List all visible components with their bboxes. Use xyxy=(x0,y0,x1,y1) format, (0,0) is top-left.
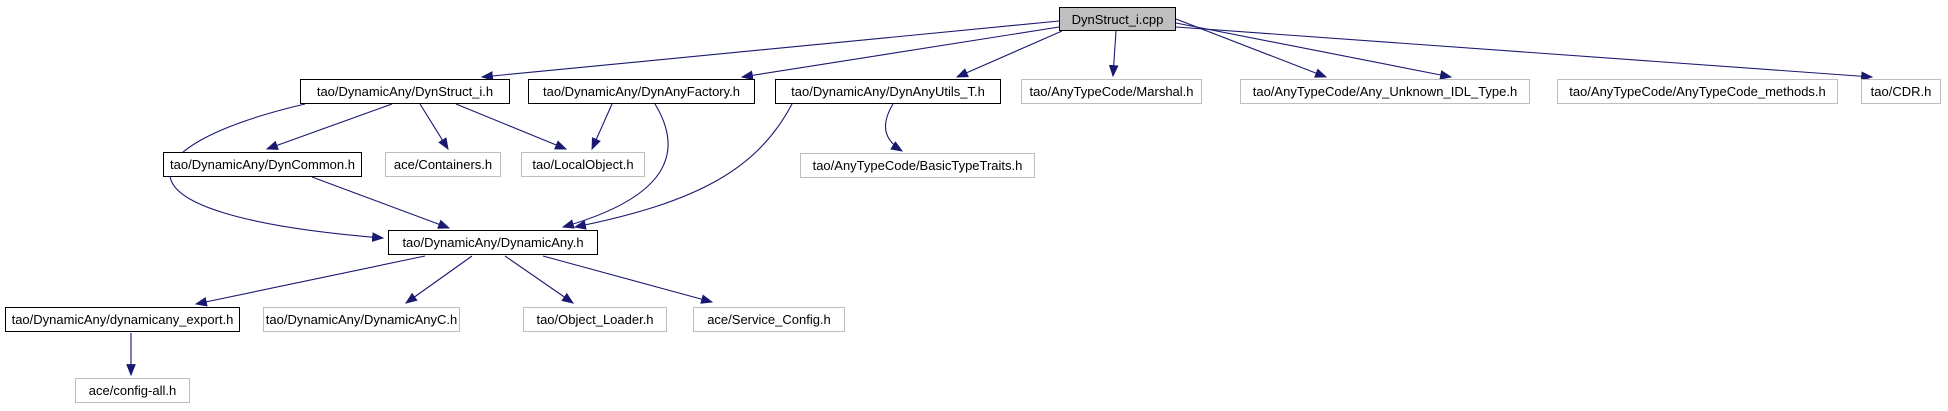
node-label: tao/CDR.h xyxy=(1870,84,1932,99)
node-containers: ace/Containers.h xyxy=(385,152,501,177)
node-label: tao/LocalObject.h xyxy=(532,157,634,172)
edge-root-utils xyxy=(955,30,1063,78)
edge-root-cdr xyxy=(1175,26,1874,82)
node-label: tao/DynamicAny/DynAnyUtils_T.h xyxy=(791,84,985,99)
node-root: DynStruct_i.cpp xyxy=(1059,7,1176,31)
edge-root-dynstruct xyxy=(480,20,1060,81)
edge-dynamicany-export xyxy=(194,255,426,307)
node-label: tao/AnyTypeCode/AnyTypeCode_methods.h xyxy=(1569,84,1826,99)
node-objloader: tao/Object_Loader.h xyxy=(523,307,667,332)
node-label: DynStruct_i.cpp xyxy=(1071,11,1164,27)
edge-factory-localobject xyxy=(591,103,613,151)
node-label: ace/Containers.h xyxy=(393,157,493,172)
node-label: tao/Object_Loader.h xyxy=(536,312,654,327)
node-label: ace/Service_Config.h xyxy=(707,312,831,327)
node-svcconfig: ace/Service_Config.h xyxy=(693,307,845,332)
node-label: tao/AnyTypeCode/Any_Unknown_IDL_Type.h xyxy=(1252,84,1518,99)
node-label: ace/config-all.h xyxy=(88,383,177,398)
edge-dynamicany-objloader xyxy=(504,255,574,304)
edge-dynamicany-dynamicanyc xyxy=(405,255,473,304)
node-label: tao/DynamicAny/dynamicany_export.h xyxy=(11,312,234,327)
node-basictraits: tao/AnyTypeCode/BasicTypeTraits.h xyxy=(800,153,1035,178)
node-unknown: tao/AnyTypeCode/Any_Unknown_IDL_Type.h xyxy=(1240,79,1530,104)
node-factory[interactable]: tao/DynamicAny/DynAnyFactory.h xyxy=(528,79,755,104)
node-export[interactable]: tao/DynamicAny/dynamicany_export.h xyxy=(5,307,240,332)
edge-dyncommon-dynamicany xyxy=(311,176,451,229)
node-methods: tao/AnyTypeCode/AnyTypeCode_methods.h xyxy=(1557,79,1838,104)
node-dynamicanyc: tao/DynamicAny/DynamicAnyC.h xyxy=(263,307,460,332)
edge-root-methods xyxy=(1175,22,1453,80)
node-configall: ace/config-all.h xyxy=(75,378,190,403)
node-label: tao/DynamicAny/DynamicAnyC.h xyxy=(265,312,458,327)
node-cdr: tao/CDR.h xyxy=(1861,79,1941,104)
node-dynamicany[interactable]: tao/DynamicAny/DynamicAny.h xyxy=(388,230,598,255)
node-label: tao/DynamicAny/DynCommon.h xyxy=(170,157,355,172)
node-label: tao/AnyTypeCode/BasicTypeTraits.h xyxy=(812,158,1023,173)
edge-dynstruct-localobject xyxy=(455,103,568,150)
node-utils[interactable]: tao/DynamicAny/DynAnyUtils_T.h xyxy=(775,79,1001,104)
edge-root-factory xyxy=(740,26,1060,81)
node-label: tao/AnyTypeCode/Marshal.h xyxy=(1029,84,1194,99)
edge-dynamicany-svcconfig xyxy=(542,255,714,304)
edge-root-marshal xyxy=(1108,30,1119,78)
node-label: tao/DynamicAny/DynamicAny.h xyxy=(402,235,584,250)
edge-root-unknown xyxy=(1175,18,1328,78)
edge-dynstruct-containers xyxy=(419,103,449,151)
node-label: tao/DynamicAny/DynStruct_i.h xyxy=(316,84,494,99)
node-label: tao/DynamicAny/DynAnyFactory.h xyxy=(543,84,740,99)
node-dyncommon[interactable]: tao/DynamicAny/DynCommon.h xyxy=(163,152,362,177)
edge-utils-basictraits xyxy=(884,103,904,152)
edge-dynstruct-dyncommon xyxy=(265,103,393,150)
node-localobject: tao/LocalObject.h xyxy=(521,152,645,177)
node-dynstruct[interactable]: tao/DynamicAny/DynStruct_i.h xyxy=(300,79,510,104)
node-marshal: tao/AnyTypeCode/Marshal.h xyxy=(1021,79,1202,104)
